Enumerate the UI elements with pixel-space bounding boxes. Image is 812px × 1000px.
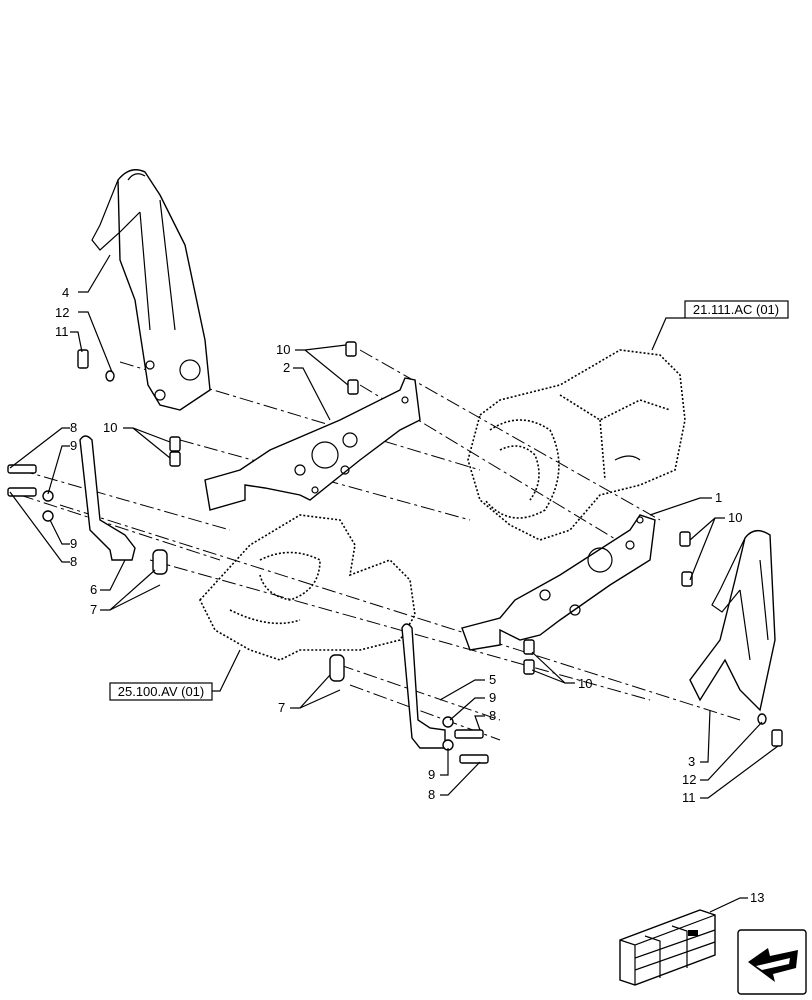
transmission-housing: [467, 349, 686, 541]
reference-label-upper: 21.111.AC (01): [693, 302, 779, 317]
bracket-part-4: [91, 169, 211, 411]
callout-8: 8: [70, 420, 77, 435]
callout-9: 9: [70, 438, 77, 453]
callout-labels: 4 12 11 10 2 10 8 9 9 8 6 7 7 5 9 8 9 8 …: [55, 285, 764, 905]
strap-part-5: [401, 623, 446, 749]
mounting-plate-part-2: [204, 377, 421, 511]
navigation-arrow-icon[interactable]: [737, 929, 807, 995]
callout-10: 10: [578, 676, 592, 691]
spacers-part-7: [152, 549, 345, 682]
callout-12: 12: [682, 772, 696, 787]
callout-10: 10: [103, 420, 117, 435]
callout-12: 12: [55, 305, 69, 320]
callout-7: 7: [90, 602, 97, 617]
callout-6: 6: [90, 582, 97, 597]
bolts-and-washers: [7, 341, 783, 764]
callout-10: 10: [728, 510, 742, 525]
callout-11: 11: [682, 790, 696, 805]
callout-8: 8: [70, 554, 77, 569]
callout-8: 8: [489, 708, 496, 723]
callout-9: 9: [489, 690, 496, 705]
callout-2: 2: [283, 360, 290, 375]
callout-1: 1: [715, 490, 722, 505]
callout-4: 4: [62, 285, 69, 300]
callout-7: 7: [278, 700, 285, 715]
bracket-part-3: [689, 530, 776, 712]
leader-lines: [9, 254, 779, 913]
reference-label-lower: 25.100.AV (01): [118, 684, 204, 699]
callout-8: 8: [428, 787, 435, 802]
reference-box-upper[interactable]: 21.111.AC (01): [684, 300, 789, 319]
front-axle-support: [199, 514, 416, 661]
kit-crate-icon: [619, 909, 716, 986]
callout-3: 3: [688, 754, 695, 769]
callout-9: 9: [428, 767, 435, 782]
callout-10: 10: [276, 342, 290, 357]
strap-part-6: [79, 435, 136, 561]
callout-11: 11: [55, 324, 69, 339]
callout-5: 5: [489, 672, 496, 687]
mounting-plate-part-1: [461, 514, 656, 651]
callout-9: 9: [70, 536, 77, 551]
callout-13: 13: [750, 890, 764, 905]
reference-box-lower[interactable]: 25.100.AV (01): [109, 682, 213, 701]
